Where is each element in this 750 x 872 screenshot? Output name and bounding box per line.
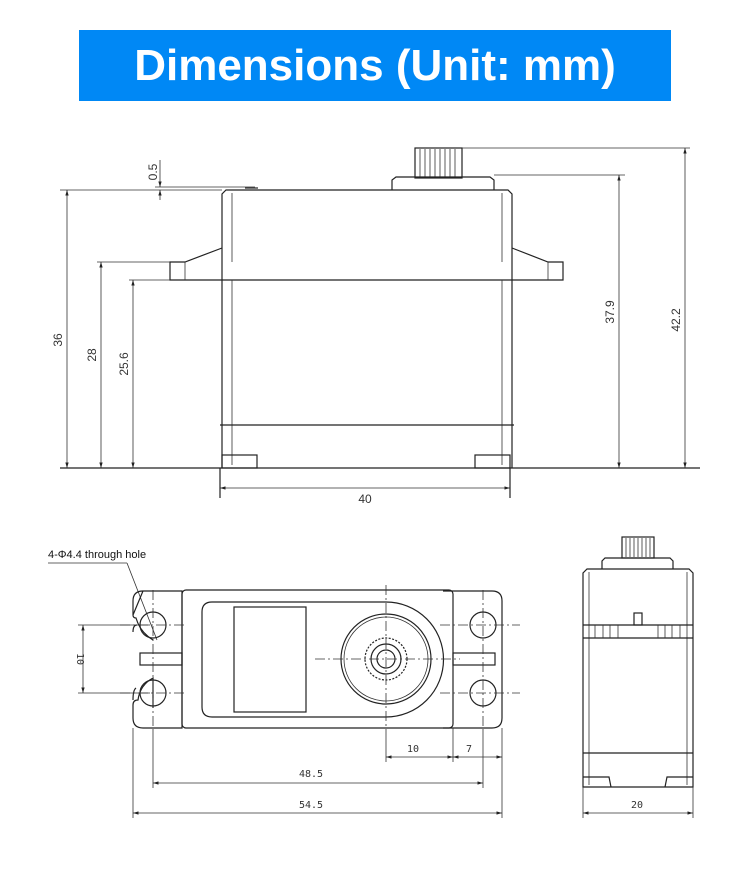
dim-body-height: 36 bbox=[51, 333, 65, 347]
foot-right bbox=[474, 454, 511, 469]
output-spline bbox=[414, 147, 463, 179]
foot-left bbox=[221, 454, 258, 469]
front-view: 0.5 36 28 25.6 37.9 42.2 40 bbox=[51, 147, 700, 506]
dim-overall-height: 42.2 bbox=[669, 308, 683, 332]
mounting-flange bbox=[169, 247, 564, 281]
dim-width: 40 bbox=[358, 492, 372, 506]
dim-flange-edge: 7 bbox=[466, 744, 472, 755]
case-top bbox=[181, 589, 454, 729]
side-view: 20 bbox=[582, 536, 694, 818]
case-side bbox=[582, 568, 694, 788]
top-view: 4-Φ4.4 through hole 10 bbox=[48, 549, 520, 818]
dim-hole-pitch: 48.5 bbox=[299, 769, 323, 780]
dim-lower-height: 25.6 bbox=[117, 352, 131, 376]
case-body bbox=[221, 189, 513, 468]
flange-left-outline bbox=[132, 590, 183, 729]
dim-cap-height: 37.9 bbox=[603, 300, 617, 324]
flange-right-outline bbox=[443, 590, 503, 729]
page-title: Dimensions (Unit: mm) bbox=[134, 40, 616, 90]
top-cap bbox=[391, 176, 495, 190]
label-panel bbox=[233, 606, 307, 713]
hole-note: 4-Φ4.4 through hole bbox=[48, 549, 146, 561]
top-cap bbox=[601, 557, 674, 569]
dim-overall-length: 54.5 bbox=[299, 800, 323, 811]
dim-depth: 20 bbox=[631, 800, 643, 811]
dim-hole-spacing: 10 bbox=[74, 653, 85, 665]
dim-flange-height: 28 bbox=[85, 348, 99, 362]
case-top-inner bbox=[201, 601, 445, 718]
dim-shaft-offset: 10 bbox=[407, 744, 419, 755]
dim-top-offset: 0.5 bbox=[146, 163, 160, 180]
slot-left bbox=[139, 652, 183, 666]
title-banner: Dimensions (Unit: mm) bbox=[79, 30, 671, 101]
